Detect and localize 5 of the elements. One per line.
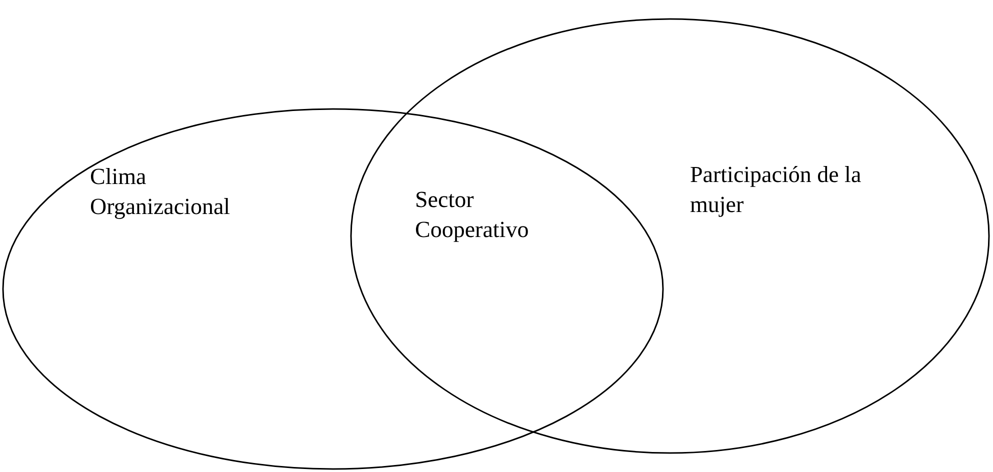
venn-circle <box>2 108 664 470</box>
set-label: Participación de la mujer <box>690 161 862 219</box>
intersection-label: Sector Cooperativo <box>415 186 530 244</box>
venn-circle <box>350 18 990 454</box>
set-label: Clima Organizacional <box>90 163 232 221</box>
